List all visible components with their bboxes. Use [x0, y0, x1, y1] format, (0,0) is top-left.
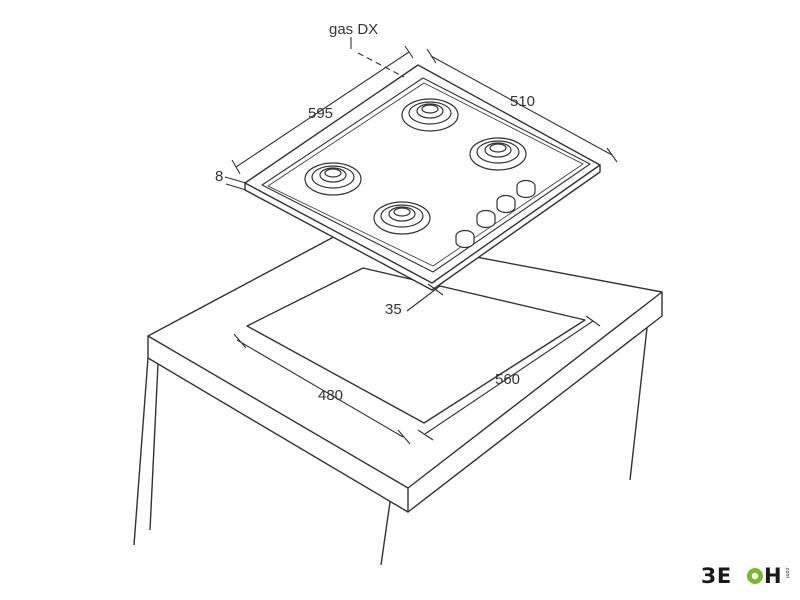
dim-label-595: 595 — [308, 105, 333, 122]
logo-text-main: ЗЕ — [701, 564, 732, 588]
logo-suffix: .com — [784, 566, 790, 578]
knob-2-icon — [476, 209, 496, 229]
logo-o-inner-icon — [751, 572, 759, 580]
burner-back — [401, 98, 459, 132]
cutout-dimension-lines — [233, 315, 601, 445]
burner-front — [373, 201, 431, 235]
dim-label-510: 510 — [510, 93, 535, 110]
hob-dimension-lines — [224, 37, 618, 312]
dim-label-480: 480 — [318, 387, 343, 404]
knob-3-icon — [496, 194, 516, 214]
dim-label-560: 560 — [495, 371, 520, 388]
control-knobs — [455, 179, 536, 249]
dim-label-35: 35 — [385, 301, 402, 318]
knob-1-icon — [455, 229, 475, 249]
gas-connection-label: gas DX — [329, 21, 378, 38]
dim-label-8: 8 — [215, 168, 223, 185]
cutout-outline — [246, 267, 586, 424]
burner-right — [469, 137, 527, 171]
knob-4-icon — [516, 179, 536, 199]
burner-left — [304, 162, 362, 196]
cabinet-sides — [133, 327, 648, 566]
brand-logo: ЗЕ Н .com — [701, 564, 790, 588]
logo-text-end: Н — [764, 564, 783, 588]
